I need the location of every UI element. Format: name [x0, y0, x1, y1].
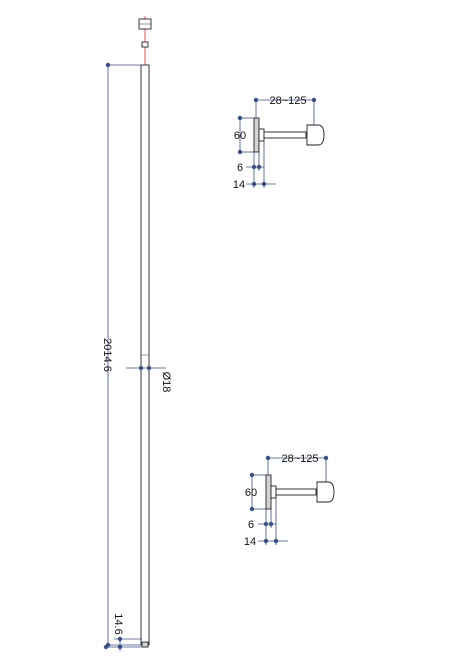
bracket-bottom-thickness-label: 6	[248, 519, 254, 531]
bracket-bottom-height-label: 60	[245, 487, 257, 499]
bracket-bottom-arm	[275, 488, 317, 496]
bracket-top-thickness-label: 6	[237, 162, 243, 174]
bracket-bottom-plate	[265, 474, 272, 510]
rod-top-pin	[141, 41, 149, 48]
bracket-top: 28~125 60 6 14	[233, 95, 325, 191]
rod-assembly	[138, 16, 152, 648]
bracket-bottom-knob	[316, 481, 335, 503]
bracket-top-height-label: 60	[234, 130, 246, 142]
bracket-top-depth-label: 14	[233, 179, 245, 191]
bracket-top-arm	[263, 131, 307, 139]
bracket-bottom-depth-label: 14	[244, 536, 256, 548]
bracket-bottom-collar	[270, 485, 277, 499]
total-length-label: 2014.6	[101, 338, 113, 372]
bracket-top-collar	[258, 128, 265, 142]
bracket-top-offset-label: 28~125	[269, 95, 306, 107]
bracket-bottom: 28~125 60 6 14	[244, 453, 335, 548]
bottom-segment-dimension: 14.6	[103, 613, 142, 651]
diameter-dimension: Ø18	[126, 365, 172, 393]
rod-bottom-tip	[141, 641, 149, 648]
diameter-label: Ø18	[160, 372, 172, 393]
bracket-top-plate	[253, 117, 260, 153]
bracket-bottom-offset-label: 28~125	[281, 453, 318, 465]
bracket-top-knob	[306, 124, 325, 146]
length-dimension: 2014.6	[101, 62, 141, 648]
bottom-segment-label: 14.6	[112, 613, 124, 634]
